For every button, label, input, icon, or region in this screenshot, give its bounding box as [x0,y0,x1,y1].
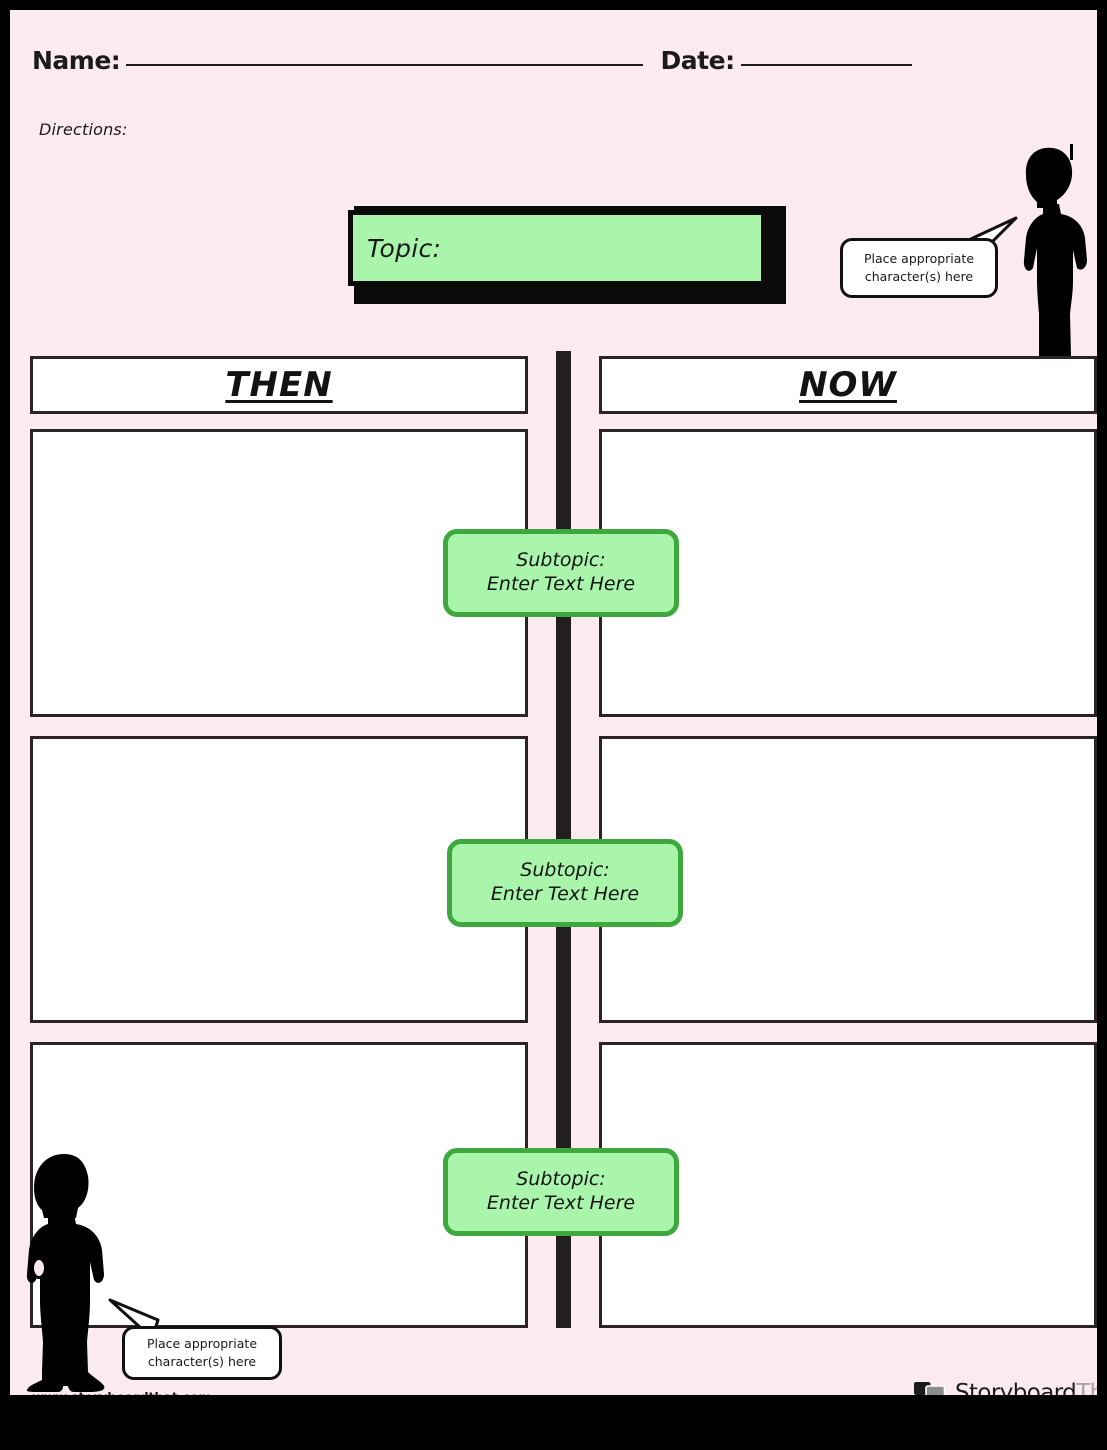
subtopic-2-line1: Subtopic: [520,859,610,882]
answer-box-now-1[interactable] [599,429,1097,717]
column-header-then-label: THEN [225,365,333,405]
speech-bubbles-logo-icon [914,1382,946,1395]
subtopic-3-line2: Enter Text Here [486,1192,636,1214]
topic-box[interactable]: Topic: [348,210,766,286]
column-header-now-label: NOW [799,365,897,405]
column-header-now: NOW [599,356,1097,414]
logo-text: StoryboardThat [955,1380,1097,1395]
name-date-row: Name: Date: [32,46,912,75]
speech-bubble-bottom: Place appropriate character(s) here [122,1326,282,1380]
logo-text-secondary: That [1076,1380,1097,1395]
date-label: Date: [660,46,736,75]
topic-box-wrapper: Topic: [348,202,786,304]
subtopic-1-line1: Subtopic: [516,549,606,572]
speech-bubble-top-line2: character(s) here [864,269,974,284]
subtopic-box-3[interactable]: Subtopic: Enter Text Here [443,1148,679,1236]
subtopic-box-2[interactable]: Subtopic: Enter Text Here [447,839,683,927]
directions-label: Directions: [39,120,128,139]
footer-url[interactable]: www.storyboardthat.com [32,1391,212,1395]
speech-bubble-bottom-line2: character(s) here [147,1354,257,1369]
topic-label: Topic: [367,233,442,263]
worksheet-sheet: Name: Date: Directions: Topic: Place app… [10,10,1097,1395]
speech-bubble-top: Place appropriate character(s) here [840,238,998,298]
speech-bubble-top-line1: Place appropriate [863,250,975,266]
speech-bubble-bottom-line1: Place appropriate [146,1335,258,1351]
answer-box-now-3[interactable] [599,1042,1097,1328]
logo-text-primary: Storyboard [955,1380,1077,1395]
subtopic-2-line2: Enter Text Here [490,883,640,905]
character-silhouette-top-icon [1023,144,1087,382]
subtopic-box-1[interactable]: Subtopic: Enter Text Here [443,529,679,617]
name-label: Name: [32,46,121,75]
date-input-line[interactable] [740,64,912,66]
storyboardthat-logo[interactable]: StoryboardThat [913,1380,1097,1395]
answer-box-then-2[interactable] [30,736,528,1023]
subtopic-3-line1: Subtopic: [516,1168,606,1191]
character-silhouette-bottom-icon [26,1154,105,1392]
name-input-line[interactable] [126,64,643,66]
column-header-then: THEN [30,356,528,414]
subtopic-1-line2: Enter Text Here [486,573,636,595]
